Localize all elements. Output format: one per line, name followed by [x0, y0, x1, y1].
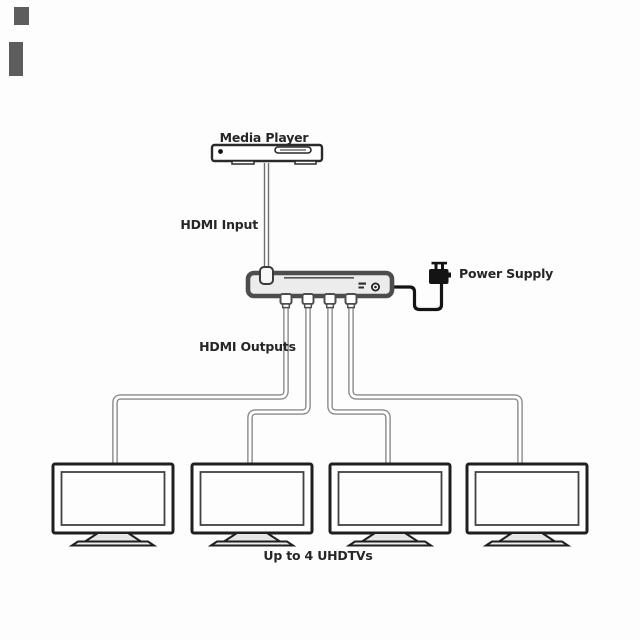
- power-supply-label: Power Supply: [459, 266, 553, 281]
- power-adapter-body: [429, 269, 449, 284]
- media-player-power-led-icon: [218, 149, 223, 154]
- tv-3: [328, 462, 452, 547]
- splitter-input-plug: [259, 266, 274, 285]
- media-player-label: Media Player: [220, 130, 310, 145]
- hdmi-cable-2: [247, 303, 311, 466]
- splitter-indicator-bar-1: [358, 282, 366, 285]
- hdmi-cable-4: [348, 303, 523, 466]
- power-supply-unit: Power Supply: [379, 261, 553, 312]
- scan-artifact-marks: [9, 7, 29, 76]
- splitter-output-plug-2: [301, 293, 315, 309]
- media-player-device: Media Player: [210, 130, 324, 165]
- uhdtv-caption-label: Up to 4 UHDTVs: [263, 548, 372, 563]
- hdmi-output-cables: [112, 303, 523, 466]
- hdmi-outputs-label: HDMI Outputs: [199, 339, 296, 354]
- media-player-foot-right: [294, 160, 317, 165]
- tv-2: [190, 462, 314, 547]
- power-adapter-tab: [448, 272, 451, 278]
- scan-artifact-mark: [14, 7, 29, 25]
- hdmi-splitter-device: [245, 266, 395, 309]
- splitter-output-plug-3: [323, 293, 337, 309]
- splitter-output-plug-1: [279, 293, 293, 309]
- hdmi-cable-3: [327, 303, 391, 466]
- hdmi-input-label: HDMI Input: [180, 217, 258, 232]
- power-plug-prong-left: [434, 263, 438, 270]
- splitter-indicator-bar-2: [358, 286, 364, 289]
- scan-artifact-mark: [9, 42, 23, 76]
- splitter-dc-jack-pin: [374, 285, 377, 289]
- power-cord: [379, 284, 444, 312]
- splitter-body: [245, 270, 395, 299]
- tv-4: [465, 462, 589, 547]
- hdmi-cable-1: [112, 303, 289, 466]
- splitter-output-plug-4: [344, 293, 358, 309]
- media-player-foot-left: [231, 160, 255, 165]
- power-adapter-icon: [429, 261, 451, 284]
- tv-1: [51, 462, 175, 547]
- power-plug-top-bar: [431, 261, 447, 265]
- power-plug-prong-right: [441, 263, 444, 270]
